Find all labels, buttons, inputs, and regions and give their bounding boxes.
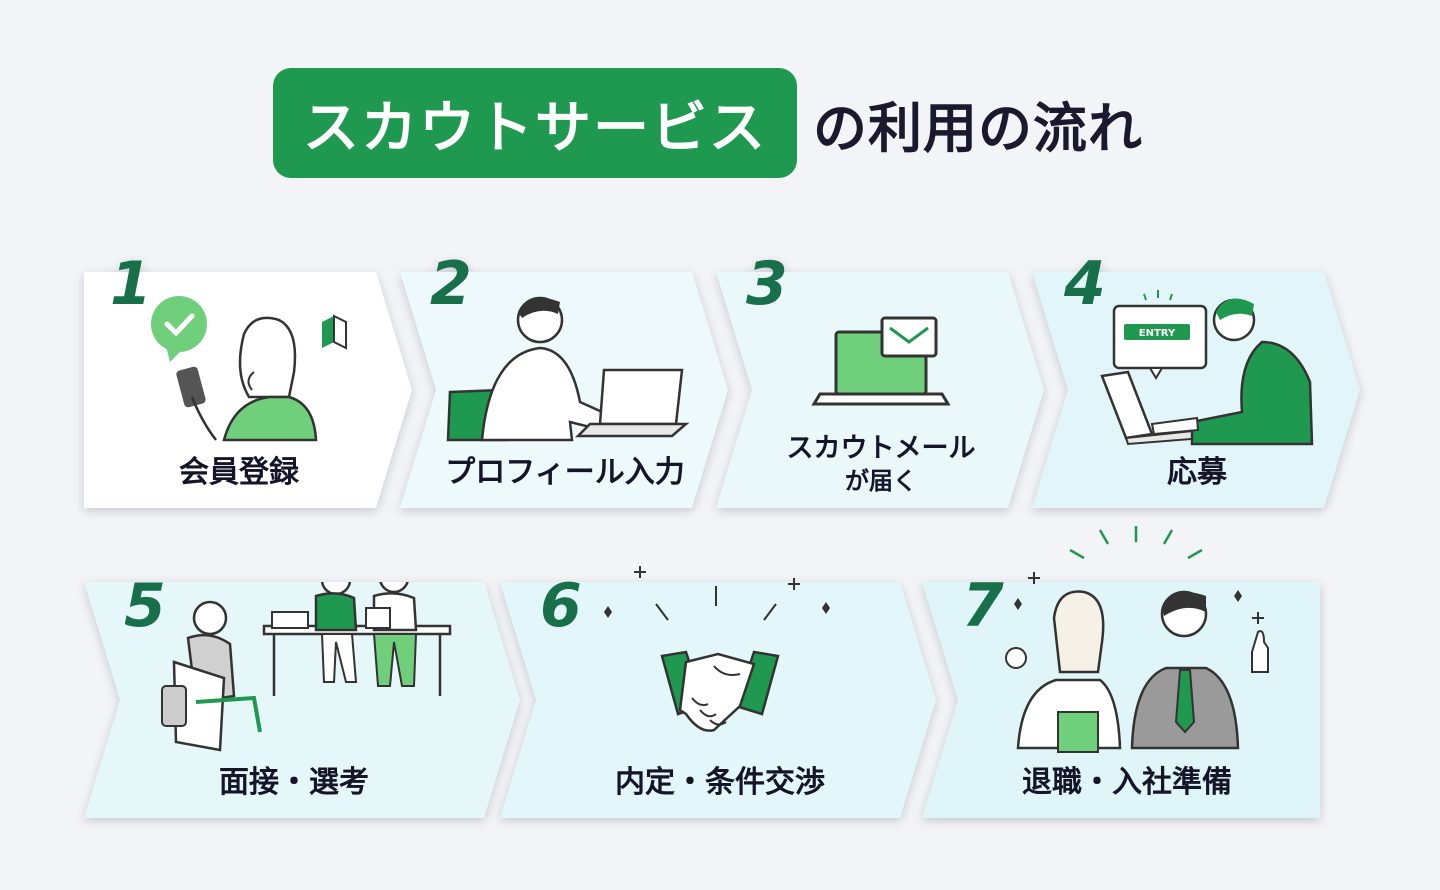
step-1: 1 会員登録 [84,254,414,508]
step-7-card [922,582,1320,818]
handshake-icon [660,650,780,732]
step-2: 2 プロフィール入力 [400,254,730,508]
step-number: 5 [124,571,166,641]
sparkle-icon [634,566,1264,624]
step-3: 3 スカウトメール が届く [716,254,1046,508]
step-label-line2: が届く [845,466,917,495]
page-title: スカウトサービス の利用の流れ [273,68,1143,178]
step-6: 6 内定・条件交渉 [500,576,940,818]
woman-smartphone-icon [151,296,347,442]
svg-text:ENTRY: ENTRY [1139,328,1176,339]
step-label: 会員登録 [179,455,299,490]
man-typing-laptop-icon [446,296,690,442]
step-label: 退職・入社準備 [1022,765,1232,800]
step-number: 3 [746,249,788,319]
diamond-sparkle-icon [604,590,1242,618]
step-label: プロフィール入力 [445,455,685,490]
step-7: 7 退職・入社準備 [922,576,1322,818]
title-highlight: スカウトサービス [273,68,797,178]
step-label-line1: スカウトメール [786,433,976,464]
title-rest: の利用の流れ [813,96,1143,160]
step-label: 応募 [1167,455,1227,490]
woman-ok-man-thumbs-up-icon [1005,590,1269,753]
step-number: 7 [962,571,1004,641]
step-5: 5 面接・選考 [84,576,524,818]
step-number: 6 [540,571,582,641]
step-label: 面接・選考 [219,765,369,800]
step-number: 4 [1064,249,1106,319]
laptop-mail-icon [811,316,951,406]
step-label: 内定・条件交渉 [615,765,825,800]
man-entry-laptop-icon: ENTRY [1100,290,1314,446]
step-4: ENTRY 4 応募 [1032,254,1362,508]
step-label: スカウトメール が届く [726,432,1036,496]
step-number: 2 [430,249,472,319]
interview-panel-icon [161,582,452,752]
celebration-lines-icon [1069,526,1203,560]
step-number: 1 [110,249,152,319]
